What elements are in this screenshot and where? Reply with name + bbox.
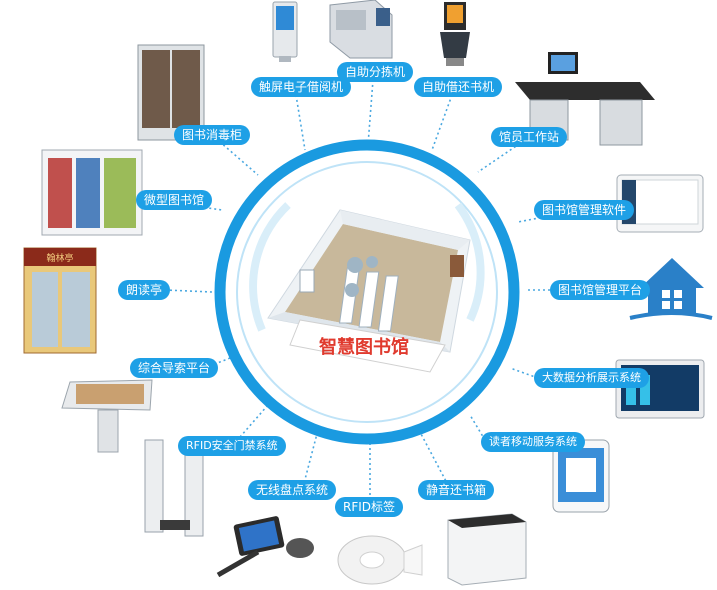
label-rfid-gate: RFID安全门禁系统 xyxy=(178,436,286,456)
sorting-machine-icon xyxy=(329,0,393,59)
label-mgmt-software: 图书馆管理软件 xyxy=(534,200,635,220)
self-service-kiosk-icon xyxy=(440,2,470,66)
center-title: 智慧图书馆 xyxy=(319,336,409,358)
rfid-tag-roll-icon xyxy=(337,535,423,585)
label-disinfect: 图书消毒柜 xyxy=(174,125,251,145)
reading-booth-icon: 翰林亭 xyxy=(23,247,97,354)
handheld-reader-icon xyxy=(216,516,314,578)
label-bigdata: 大数据分析展示系统 xyxy=(534,368,649,388)
workstation-desk-icon xyxy=(515,52,655,146)
label-rfid-tag: RFID标签 xyxy=(335,497,404,517)
label-wireless-inventory: 无线盘点系统 xyxy=(248,480,337,500)
booth-sign: 翰林亭 xyxy=(46,252,73,264)
label-mini-library: 微型图书馆 xyxy=(136,190,213,210)
label-staff-station: 馆员工作站 xyxy=(491,127,568,147)
house-book-icon xyxy=(629,258,713,320)
label-reading-booth: 朗读亭 xyxy=(118,280,171,300)
touch-kiosk-icon xyxy=(272,1,298,62)
inner-arc-right xyxy=(454,202,485,322)
inner-arc-left xyxy=(249,202,291,332)
label-return-box: 静音还书箱 xyxy=(418,480,495,500)
mini-library-icon xyxy=(41,149,143,236)
security-gate-icon xyxy=(144,439,204,537)
label-auto-sort: 自助分拣机 xyxy=(337,62,414,82)
disinfection-cabinet-icon xyxy=(137,44,205,141)
outer-ring xyxy=(214,139,520,445)
label-guide-platform: 综合导索平台 xyxy=(130,358,219,378)
software-screen-icon xyxy=(616,174,704,233)
guide-screen-icon xyxy=(61,379,153,453)
label-mobile-service: 读者移动服务系统 xyxy=(481,432,585,452)
library-room-illustration xyxy=(267,209,471,373)
label-touch-borrow: 触屏电子借阅机 xyxy=(251,77,352,97)
tablet-book-icon xyxy=(552,439,610,513)
label-self-borrow: 自助借还书机 xyxy=(414,77,503,97)
return-box-icon xyxy=(447,513,527,586)
label-mgmt-platform: 图书馆管理平台 xyxy=(550,280,651,300)
